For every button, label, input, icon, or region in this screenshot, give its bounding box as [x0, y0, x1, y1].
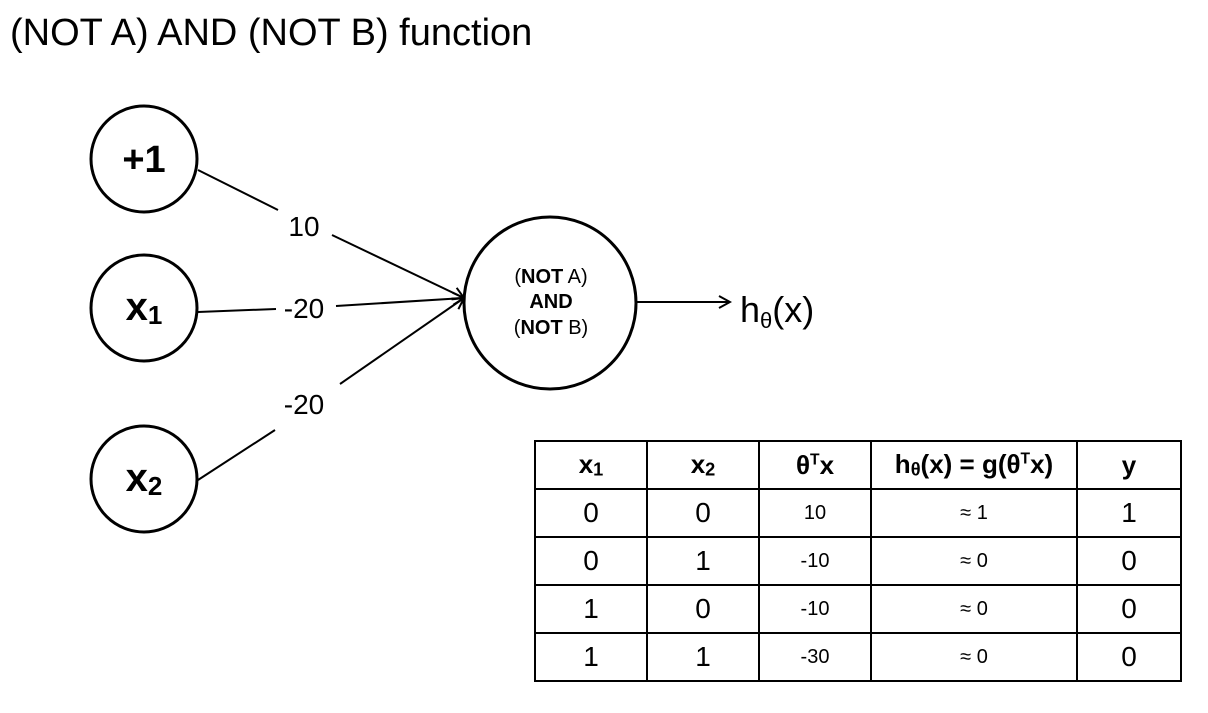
input-node-x1: x1	[89, 253, 199, 363]
x2-node-label: x2	[126, 456, 163, 501]
cell-x1: 0	[534, 488, 648, 538]
cell-x2: 1	[646, 632, 760, 682]
cell-x2: 1	[646, 536, 760, 586]
cell-y: 0	[1076, 584, 1182, 634]
cell-theta-x: 10	[758, 488, 872, 538]
header-theta-x: θTx	[758, 440, 872, 490]
weight-x1-label: -20	[284, 293, 324, 324]
cell-theta-x: -10	[758, 536, 872, 586]
input-node-bias: +1	[89, 104, 199, 214]
cell-hypothesis: ≈ 1	[870, 488, 1078, 538]
cell-hypothesis: ≈ 0	[870, 536, 1078, 586]
table-row: 0 1 -10 ≈ 0 0	[534, 536, 1182, 586]
cell-x1: 1	[534, 584, 648, 634]
cell-y: 0	[1076, 536, 1182, 586]
table-row: 1 0 -10 ≈ 0 0	[534, 584, 1182, 634]
weight-x2-label: -20	[284, 389, 324, 420]
cell-x1: 1	[534, 632, 648, 682]
cell-x1: 0	[534, 536, 648, 586]
cell-hypothesis: ≈ 0	[870, 584, 1078, 634]
truth-table: x1 x2 θTx hθ(x) = g(θTx) y 0 0 10 ≈ 1 1 …	[534, 440, 1182, 682]
weight-bias-label: 10	[288, 211, 319, 242]
center-line-3: (NOT B)	[514, 317, 588, 339]
connection-x2	[197, 298, 464, 481]
cell-x2: 0	[646, 488, 760, 538]
diagram-title: (NOT A) AND (NOT B) function	[10, 12, 533, 54]
cell-x2: 0	[646, 584, 760, 634]
table-row: 1 1 -30 ≈ 0 0	[534, 632, 1182, 682]
table-row: 0 0 10 ≈ 1 1	[534, 488, 1182, 538]
connection-x1	[197, 298, 464, 313]
header-hypothesis: hθ(x) = g(θTx)	[870, 440, 1078, 490]
input-node-x2: x2	[89, 424, 199, 534]
cell-y: 1	[1076, 488, 1182, 538]
hypothesis-output-label: hθ(x)	[740, 289, 814, 333]
cell-theta-x: -30	[758, 632, 872, 682]
center-line-1: (NOT A)	[514, 266, 587, 288]
output-unit-node: (NOT A) AND (NOT B)	[462, 215, 638, 391]
bias-node-label: +1	[122, 139, 165, 181]
cell-y: 0	[1076, 632, 1182, 682]
x1-node-label: x1	[126, 285, 163, 330]
table-header-row: x1 x2 θTx hθ(x) = g(θTx) y	[534, 440, 1182, 490]
center-line-2: AND	[529, 291, 572, 313]
connection-bias	[197, 169, 464, 298]
header-x2: x2	[646, 440, 760, 490]
cell-hypothesis: ≈ 0	[870, 632, 1078, 682]
header-y: y	[1076, 440, 1182, 490]
header-x1: x1	[534, 440, 648, 490]
cell-theta-x: -10	[758, 584, 872, 634]
